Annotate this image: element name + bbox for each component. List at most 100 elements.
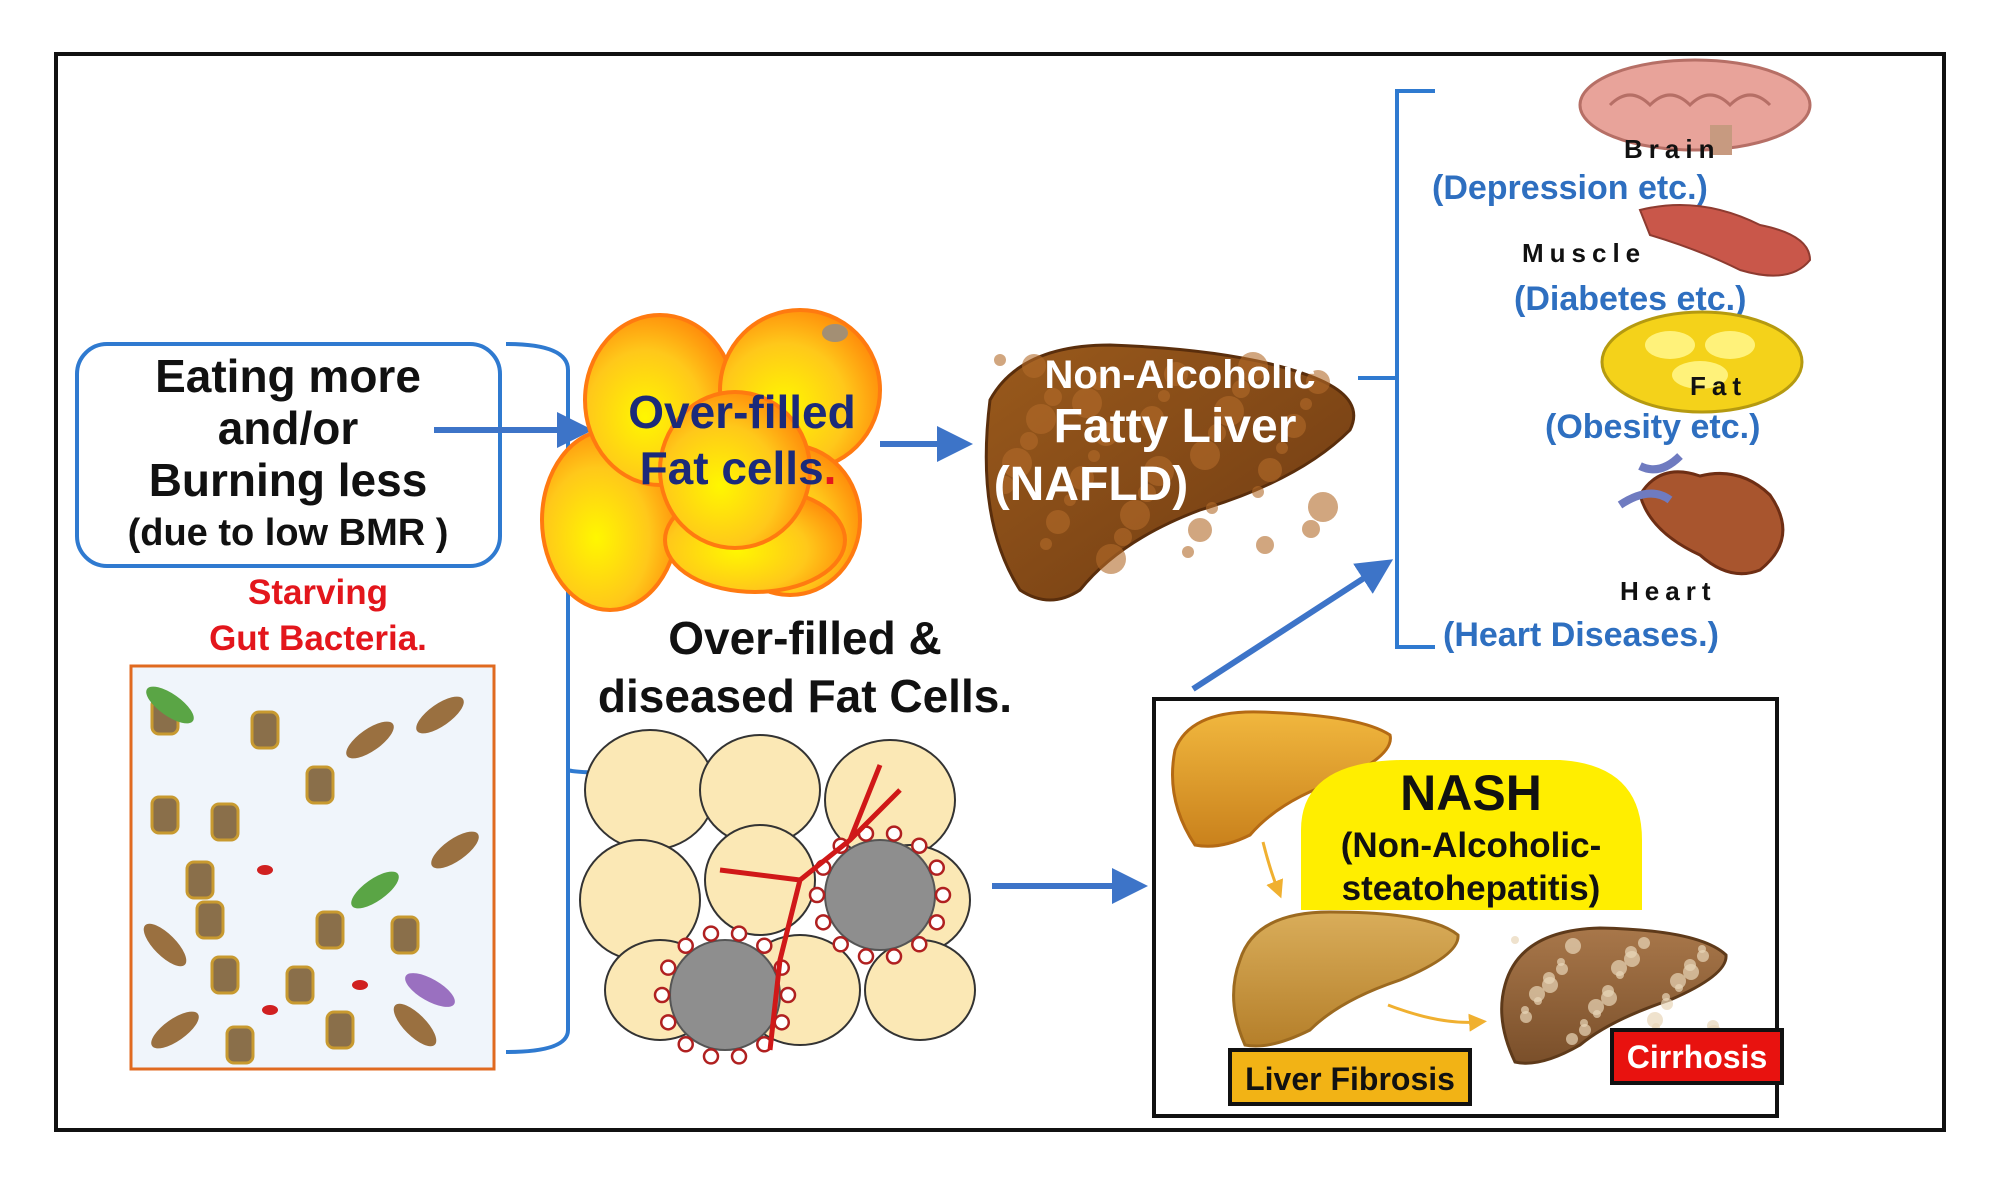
bacterium (393, 1003, 437, 1047)
macrophage (885, 825, 903, 842)
fat-droplet (1282, 414, 1306, 438)
blood-vessel (719, 764, 902, 1051)
fat-droplet (1138, 484, 1156, 502)
bacterium (146, 686, 194, 724)
fat-tissue-icon (1600, 310, 1804, 414)
cirrhosis-nodule (1602, 985, 1614, 997)
macrophage (814, 914, 832, 931)
macrophage (659, 959, 677, 976)
bacterium (210, 802, 240, 842)
nash-line-1: (Non-Alcoholic- (1341, 826, 1602, 865)
macrophage (911, 837, 928, 854)
liver-fibrosis-text: Liver Fibrosis (1245, 1061, 1455, 1097)
cirrhosis-nodule (1697, 950, 1709, 962)
macrophage (934, 886, 952, 904)
gut-bacteria-label: Gut Bacteria. (209, 619, 427, 658)
macrophage (677, 937, 694, 954)
cause-line-2: and/or (218, 402, 359, 454)
fat-cells-line-2-group: Fat cells. (640, 442, 837, 494)
diseased-cells-line-2: diseased Fat Cells. (598, 670, 1012, 722)
fat-droplet (1208, 424, 1226, 442)
macrophage (756, 937, 773, 954)
bacterium (346, 721, 394, 759)
cirrhosis-nodule (1543, 972, 1555, 984)
fat-droplet (1096, 544, 1126, 574)
bacterium (431, 831, 479, 869)
cirrhosis-text: Cirrhosis (1627, 1039, 1767, 1075)
nash-line-2: steatohepatitis) (1342, 869, 1601, 908)
gut-bacteria-image (129, 664, 496, 1071)
cirrhosis-nodule (1647, 1012, 1663, 1028)
fat-droplet (1072, 388, 1102, 418)
bacterium (195, 900, 225, 940)
bacterium (325, 1010, 355, 1050)
fat-droplet (1020, 432, 1038, 450)
bacterium (257, 865, 273, 875)
bacterium (351, 871, 399, 909)
macrophage (702, 1048, 720, 1065)
macrophage (653, 986, 671, 1004)
inflamed-adipocyte (824, 839, 936, 951)
cirrhosis-nodule (1520, 1011, 1532, 1023)
fat-droplet (994, 354, 1006, 366)
nash-title: NASH (1400, 765, 1542, 821)
nafld-line-3: (NAFLD) (994, 458, 1189, 511)
fat-droplet (1256, 536, 1274, 554)
bacterium (416, 696, 464, 734)
diseased-fat-cells-image (579, 729, 976, 1065)
cirrhosis-nodule (1580, 1019, 1588, 1027)
cirrhosis-nodule (1565, 938, 1581, 954)
nash-bubble: NASH (Non-Alcoholic- steatohepatitis) (1301, 760, 1642, 910)
fat-droplet (1238, 352, 1268, 382)
bacterium (151, 1011, 199, 1049)
bacterium (305, 765, 335, 805)
bacterium (315, 910, 345, 950)
cirrhosis-nodule (1698, 945, 1706, 953)
fat-droplet (1026, 404, 1056, 434)
arrow-fibrosis-to-cirrhosis (1387, 1003, 1487, 1032)
cirrhosis-nodule (1661, 998, 1673, 1010)
cirrhosis-nodule (1588, 999, 1604, 1015)
fat-droplet (1094, 422, 1118, 446)
fat-droplet (1300, 398, 1312, 410)
fat-cells-image (540, 308, 882, 612)
fat-droplet (1040, 538, 1052, 550)
adipocyte (864, 939, 976, 1041)
cirrhosis-nodule (1511, 936, 1519, 944)
macrophage (730, 1048, 748, 1065)
fat-droplet (1232, 380, 1250, 398)
organ-condition-brain: (Depression etc.) (1432, 169, 1708, 207)
brain-icon (1578, 58, 1812, 155)
cirrhosis-nodule (1566, 1033, 1578, 1045)
fat-droplet (1164, 362, 1188, 386)
bacterium (390, 915, 420, 955)
fat-droplet (1140, 406, 1164, 430)
fat-droplet (1182, 546, 1194, 558)
cirrhosis-nodule (1579, 1024, 1591, 1036)
fat-droplet (1144, 456, 1174, 486)
cause-line-3: Burning less (149, 454, 428, 506)
bacterium (185, 860, 215, 900)
fat-droplet (1188, 518, 1212, 542)
fat-droplet (1306, 370, 1330, 394)
organ-name-fat: Fat (1690, 371, 1747, 401)
cirrhosis-label: Cirrhosis (1610, 1028, 1784, 1085)
fat-droplet (1276, 442, 1288, 454)
fat-cells-line-2: Fat cells (640, 442, 824, 494)
cause-box: Eating more and/or Burning less (due to … (75, 342, 502, 568)
macrophage (702, 925, 720, 942)
macrophage (808, 886, 826, 904)
liver-fibrosis-label: Liver Fibrosis (1228, 1048, 1472, 1106)
organ-name-heart: Heart (1620, 576, 1716, 606)
bacterium (210, 955, 240, 995)
fat-droplet (1206, 502, 1218, 514)
macrophage (928, 914, 946, 931)
fat-droplet (1114, 528, 1132, 546)
fat-droplet (1308, 492, 1338, 522)
organ-name-brain: Brain (1624, 134, 1720, 164)
organ-condition-heart: (Heart Diseases.) (1443, 616, 1719, 654)
cirrhosis-nodule (1521, 1006, 1529, 1014)
outer-frame (54, 52, 1946, 1132)
bacterium (405, 973, 455, 1007)
macrophage (779, 986, 797, 1004)
